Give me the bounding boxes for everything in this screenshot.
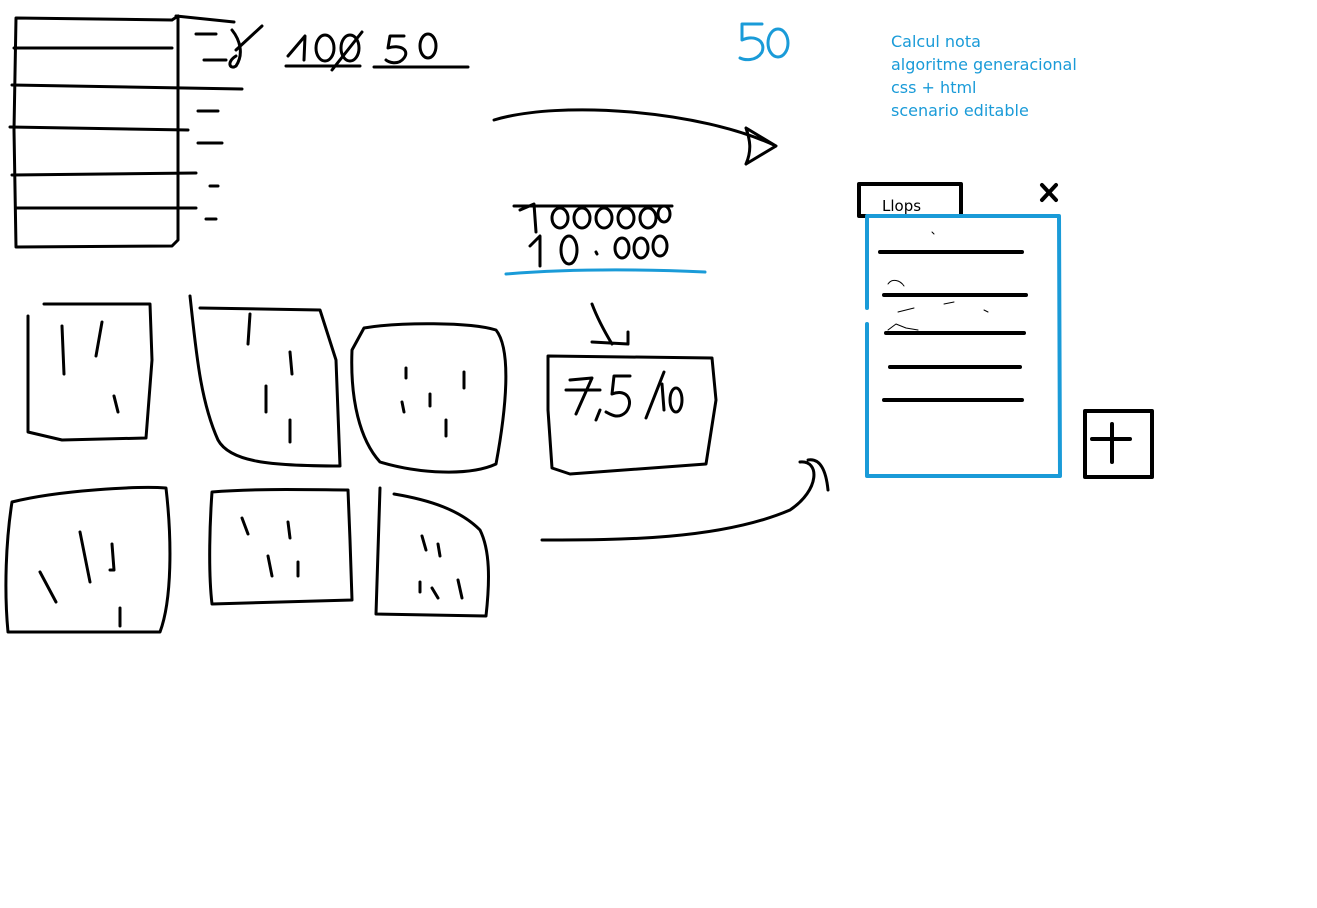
list-sketch (8, 14, 264, 249)
handwritten-top-numbers (284, 30, 470, 72)
note-line: scenario editable (891, 101, 1029, 120)
handwritten-population (504, 202, 707, 276)
close-icon[interactable] (1040, 183, 1058, 202)
tile-grid (4, 294, 508, 634)
arrow-top (492, 108, 778, 166)
arrow-bottom (540, 458, 830, 542)
note-line: css + html (891, 78, 977, 97)
notes-list: Calcul nota algoritme generacional css +… (891, 30, 1077, 122)
note-line: algoritme generacional (891, 55, 1077, 74)
panel-tab-label[interactable]: Llops (882, 197, 922, 215)
arrow-down (590, 302, 630, 346)
score-box (546, 354, 718, 476)
panel-sketch (857, 182, 1062, 478)
note-line: Calcul nota (891, 32, 981, 51)
handwritten-blue-50 (738, 22, 790, 62)
add-button[interactable] (1083, 409, 1154, 479)
plus-icon (1090, 422, 1132, 464)
